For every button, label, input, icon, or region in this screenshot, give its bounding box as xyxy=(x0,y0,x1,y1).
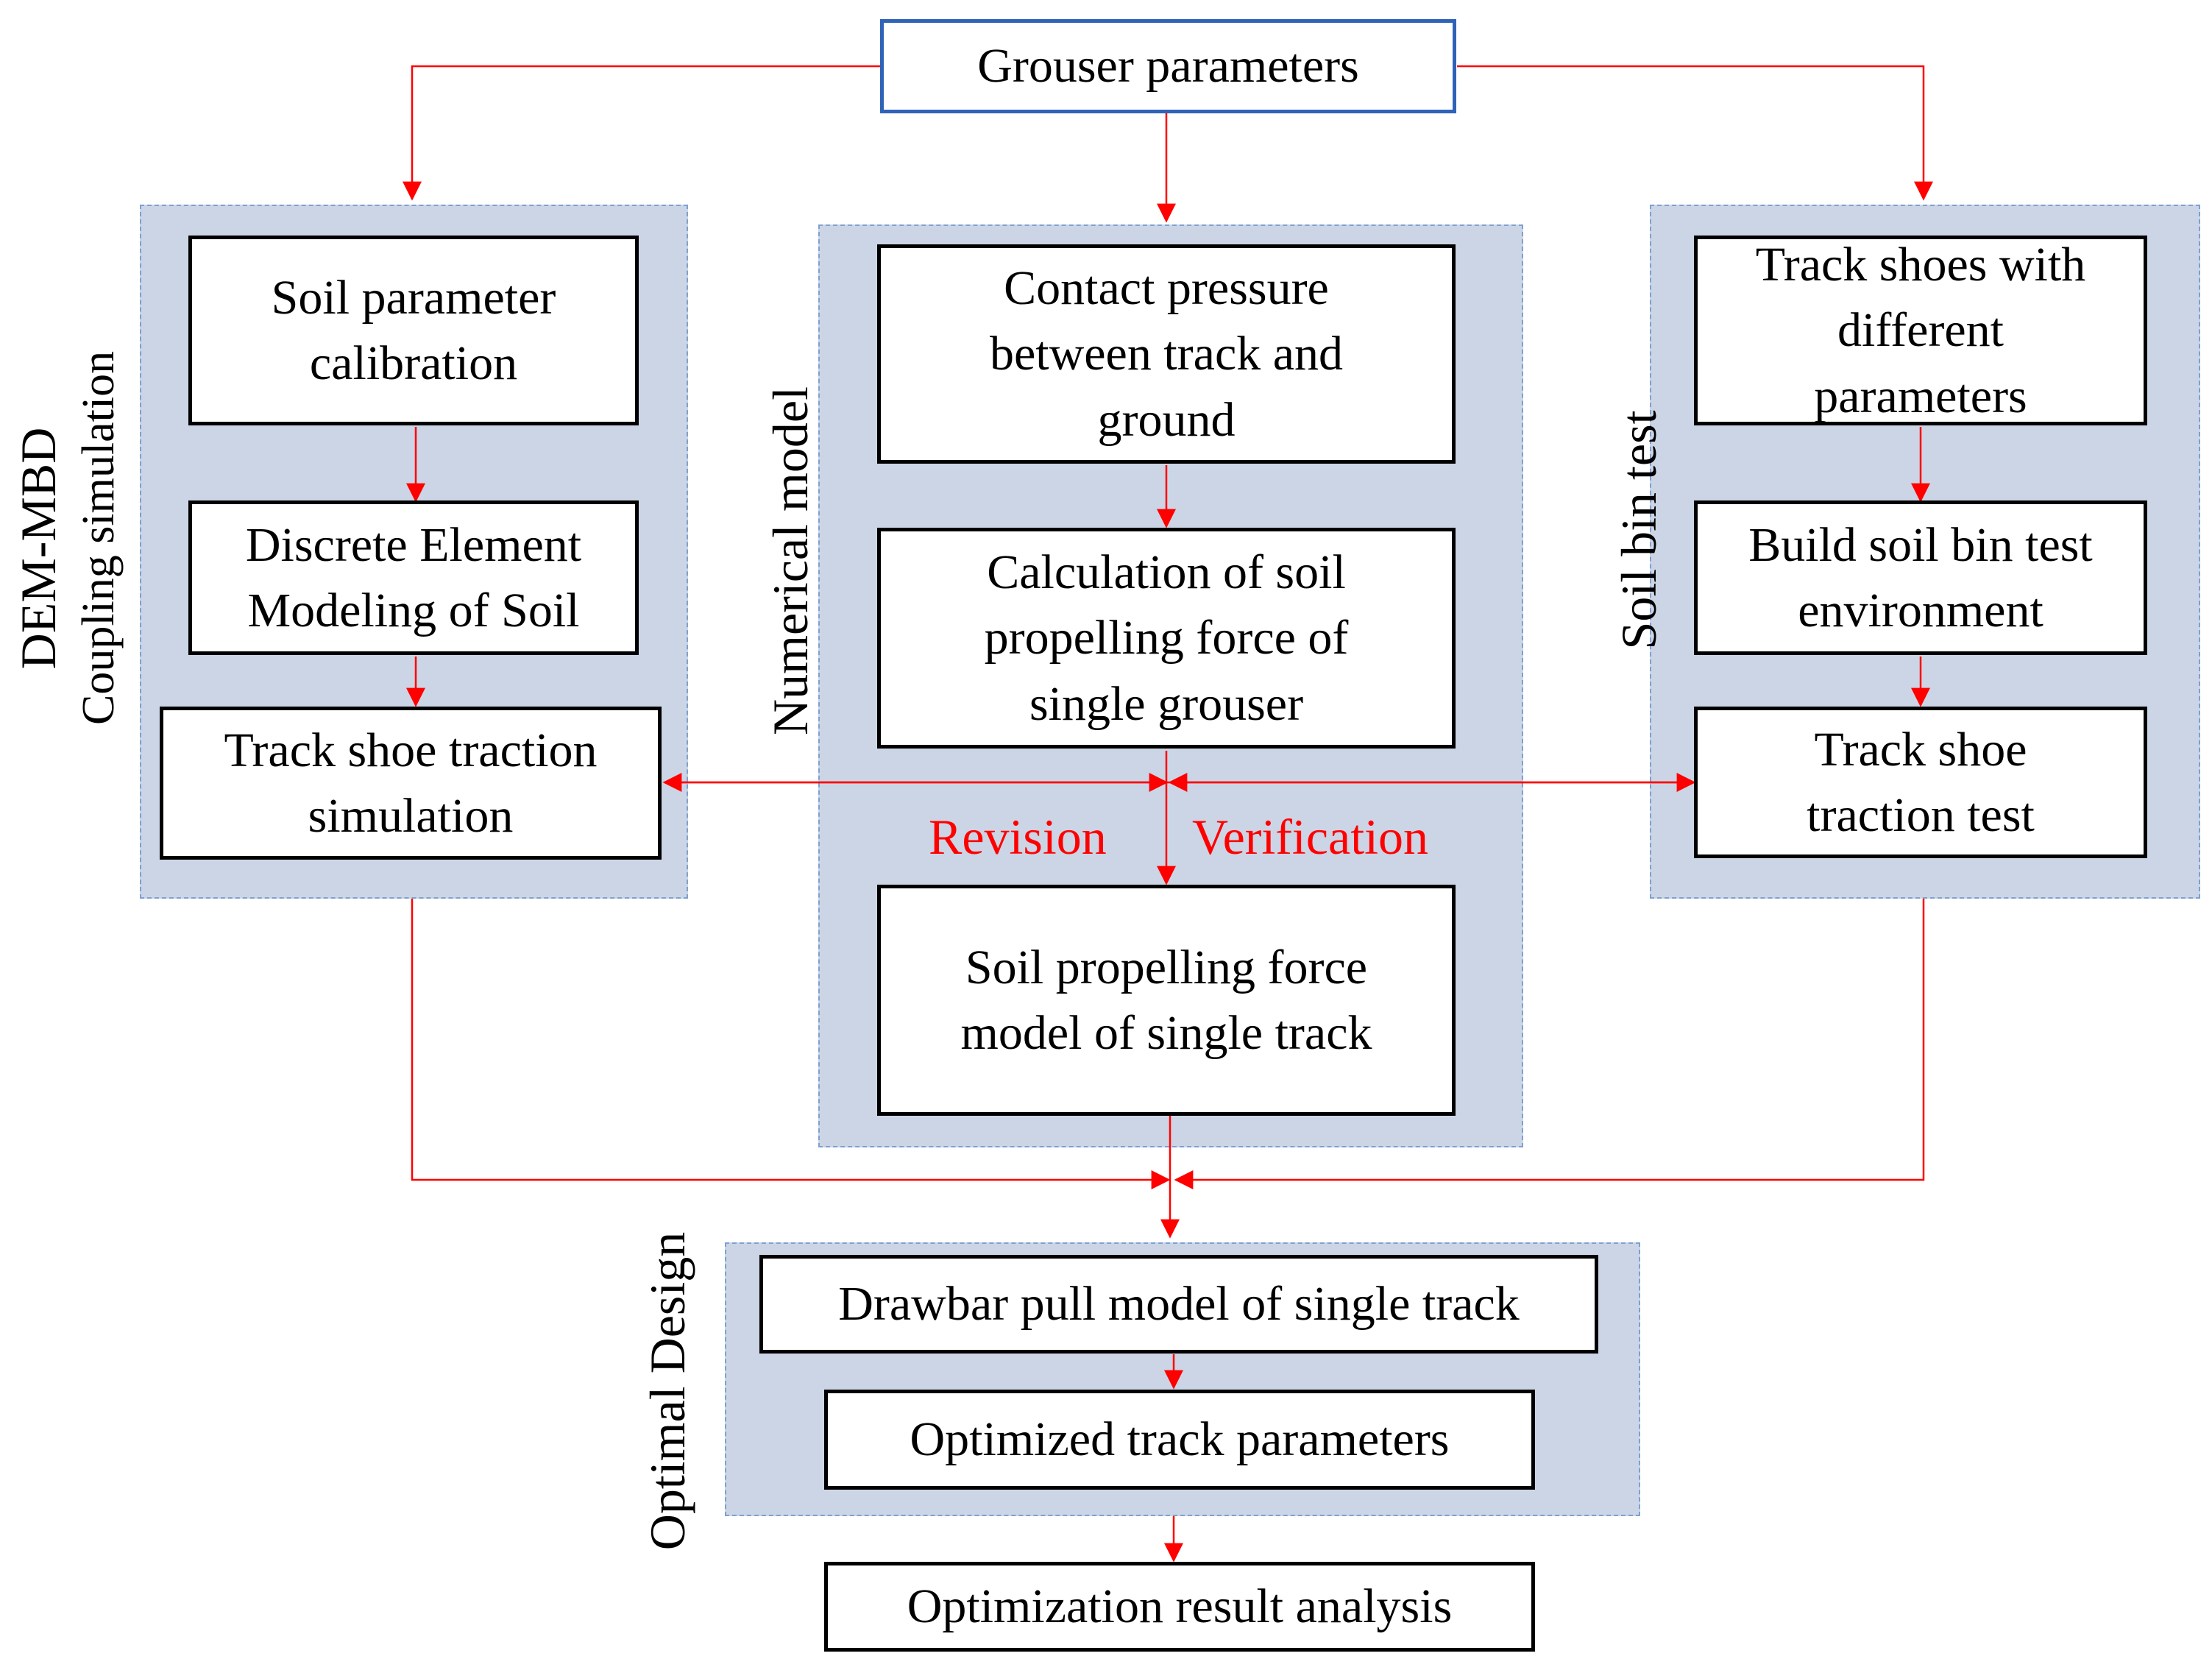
track-shoe-traction-simulation-box: Track shoe traction simulation xyxy=(160,707,662,860)
arrow-top-to-right xyxy=(1457,65,1933,201)
left-group-label-sub: Coupling simulation xyxy=(74,350,124,725)
contact-pressure-box: Contact pressure between track and groun… xyxy=(877,244,1456,464)
grouser-parameters-box: Grouser parameters xyxy=(880,19,1456,113)
build-soil-bin-environment-box: Build soil bin test environment xyxy=(1694,500,2147,655)
calculation-soil-propelling-force-box: Calculation of soil propelling force of … xyxy=(877,528,1456,749)
revision-label: Revision xyxy=(929,809,1107,865)
soil-propelling-force-model-box: Soil propelling force model of single tr… xyxy=(877,885,1456,1116)
soil-parameter-calibration-box: Soil parameter calibration xyxy=(188,236,639,425)
bottom-group-label: Optimal Design xyxy=(639,1231,695,1551)
arrow-left-down-merge xyxy=(411,899,1171,1189)
verification-label: Verification xyxy=(1192,809,1428,865)
left-group-label-main: DEM-MBD xyxy=(10,427,66,670)
grouser-parameters-label: Grouser parameters xyxy=(977,39,1359,93)
arrow-top-to-left xyxy=(403,65,880,201)
track-shoes-different-parameters-box: Track shoes with different parameters xyxy=(1694,236,2147,425)
optimized-track-parameters-box: Optimized track parameters xyxy=(824,1390,1535,1490)
right-group-label: Soil bin test xyxy=(1611,410,1667,650)
track-shoe-traction-test-box: Track shoe traction test xyxy=(1694,707,2147,858)
arrow-right-down-merge xyxy=(1174,899,1925,1189)
discrete-element-modeling-box: Discrete Element Modeling of Soil xyxy=(188,500,639,655)
center-group-label: Numerical model xyxy=(762,386,818,735)
optimization-result-analysis-box: Optimization result analysis xyxy=(824,1562,1535,1652)
drawbar-pull-model-box: Drawbar pull model of single track xyxy=(759,1255,1598,1354)
